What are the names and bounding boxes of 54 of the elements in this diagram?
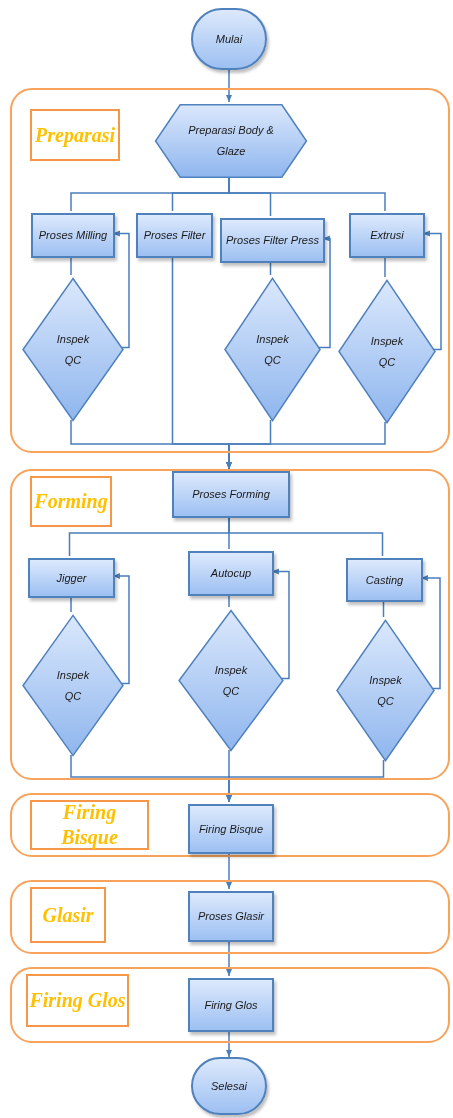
- process-box: [172, 471, 290, 518]
- node-label: Firing Glos: [204, 997, 258, 1013]
- node-label: Inspek QC: [255, 331, 290, 368]
- stage-title: Firing Bisque: [30, 800, 149, 850]
- process-stage-band: [10, 469, 450, 780]
- process-box: [220, 218, 325, 263]
- process-box: [188, 978, 274, 1032]
- decision-diamond: [178, 609, 284, 752]
- stage-title: Glasir: [30, 887, 106, 943]
- process-stage-band: [10, 793, 450, 857]
- preparation-hexagon: [154, 104, 308, 178]
- node-label: Inspek QC: [55, 331, 91, 368]
- terminator-shape: [191, 8, 267, 70]
- node-label: Firing Bisque: [198, 821, 264, 837]
- node-label: Proses Forming: [192, 487, 270, 503]
- node-label: Extrusi: [370, 228, 404, 244]
- node-label: Selesai: [210, 1078, 248, 1094]
- connector-arrow: [226, 759, 385, 803]
- node-label: Inspek QC: [369, 333, 405, 370]
- stage-title: Preparasi: [30, 109, 120, 161]
- decision-diamond: [336, 619, 435, 762]
- process-box: [188, 551, 274, 596]
- decision-diamond: [224, 277, 321, 422]
- node-label: Autocup: [210, 566, 252, 582]
- process-box: [136, 213, 213, 258]
- decision-diamond: [22, 277, 124, 422]
- node-label: Proses Filter Press: [226, 233, 319, 249]
- node-label: Mulai: [215, 31, 243, 47]
- node-label: Casting: [365, 572, 404, 588]
- node-label: Jigger: [56, 570, 87, 586]
- process-stage-band: [10, 880, 450, 954]
- stage-title: Firing Glos: [26, 974, 129, 1027]
- node-label: Proses Glasir: [198, 909, 264, 925]
- process-box: [28, 558, 115, 598]
- process-box: [349, 213, 425, 258]
- node-label: Inspek QC: [55, 667, 91, 704]
- node-label: Inspek QC: [213, 662, 249, 699]
- node-label: Inspek QC: [368, 672, 403, 709]
- node-label: Proses Filter: [143, 228, 206, 244]
- node-label: Preparasi Body & Glaze: [187, 123, 275, 159]
- process-box: [188, 891, 274, 942]
- decision-diamond: [338, 279, 436, 424]
- terminator-shape: [191, 1057, 267, 1115]
- connector-arrow: [318, 235, 331, 349]
- process-box: [346, 558, 423, 602]
- node-label: Proses Milling: [38, 228, 108, 244]
- decision-diamond: [22, 614, 124, 757]
- process-box: [31, 213, 115, 258]
- connector-arrow: [226, 421, 386, 470]
- connector-arrow: [226, 69, 232, 103]
- process-stage-band: [10, 88, 450, 453]
- stage-title: Forming: [30, 476, 112, 527]
- process-stage-band: [10, 967, 450, 1043]
- process-box: [188, 804, 274, 854]
